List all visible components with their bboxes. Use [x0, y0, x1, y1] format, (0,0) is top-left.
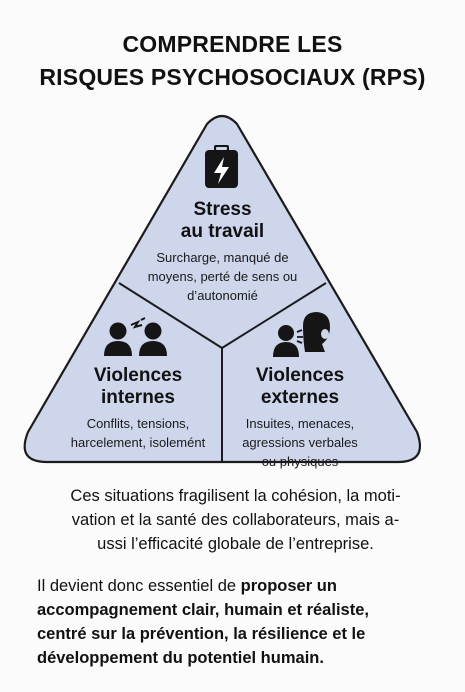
external-violence-section: Violences externes Insuites, menaces, ag… [225, 365, 375, 470]
para1-line2: vation et la santé des collaborateurs, m… [71, 511, 400, 529]
para2-normal: Il devient donc essentiel de [37, 577, 241, 595]
title-line-1: COMPRENDRE LES [122, 31, 343, 57]
divider-left [118, 282, 223, 349]
internal-violence-section: Violences internes Conflits, tensions, h… [58, 365, 218, 451]
stress-desc-line2: moyens, perté de sens ou [147, 269, 298, 284]
intro-paragraph: Ces situations fragilisent la cohésion, … [34, 484, 437, 556]
para2-bold-2: accompagnement clair, humain et réaliste… [37, 601, 369, 619]
external-heading-line2: externes [260, 387, 340, 408]
internal-heading-line2: internes [101, 387, 175, 408]
shouting-person-icon [273, 312, 330, 357]
internal-heading-line1: Violences [93, 365, 183, 386]
external-desc-line3: ou physiques [261, 454, 339, 469]
para2-bold-1: proposer un [240, 577, 337, 595]
conclusion-paragraph: Il devient donc essentiel de proposer un… [37, 574, 437, 670]
title-line-2: RISQUES PSYCHOSOCIAUX (RPS) [39, 64, 426, 90]
stress-heading-line2: au travail [180, 221, 265, 242]
stress-heading-line1: Stress [193, 199, 252, 220]
clipboard-lightning-icon [205, 145, 238, 188]
external-desc-line2: agressions verbales [242, 435, 358, 450]
para1-line3: ussi l’efficacité globale de l’entrepris… [97, 535, 374, 553]
page-title: COMPRENDRE LES RISQUES PSYCHOSOCIAUX (RP… [0, 28, 465, 94]
para1-line1: Ces situations fragilisent la cohésion, … [70, 487, 401, 505]
stress-section: Stress au travail Surcharge, manqué de m… [130, 199, 315, 304]
para2-bold-4: développement du potentiel humain. [37, 649, 324, 667]
two-people-conflict-icon [104, 317, 167, 356]
triangle-shape [23, 114, 422, 464]
external-heading-line1: Violences [255, 365, 345, 386]
internal-desc-line1: Conflits, tensions, [86, 416, 190, 431]
internal-desc-line2: harcelement, isolemént [70, 435, 206, 450]
para2-bold-3: centré sur la prévention, la résilience … [37, 625, 366, 643]
stress-desc-line1: Surcharge, manqué de [156, 250, 289, 265]
external-desc-line1: Insuites, menaces, [245, 416, 355, 431]
stress-desc-line3: d’autonomié [187, 288, 258, 303]
divider-right [221, 282, 327, 349]
